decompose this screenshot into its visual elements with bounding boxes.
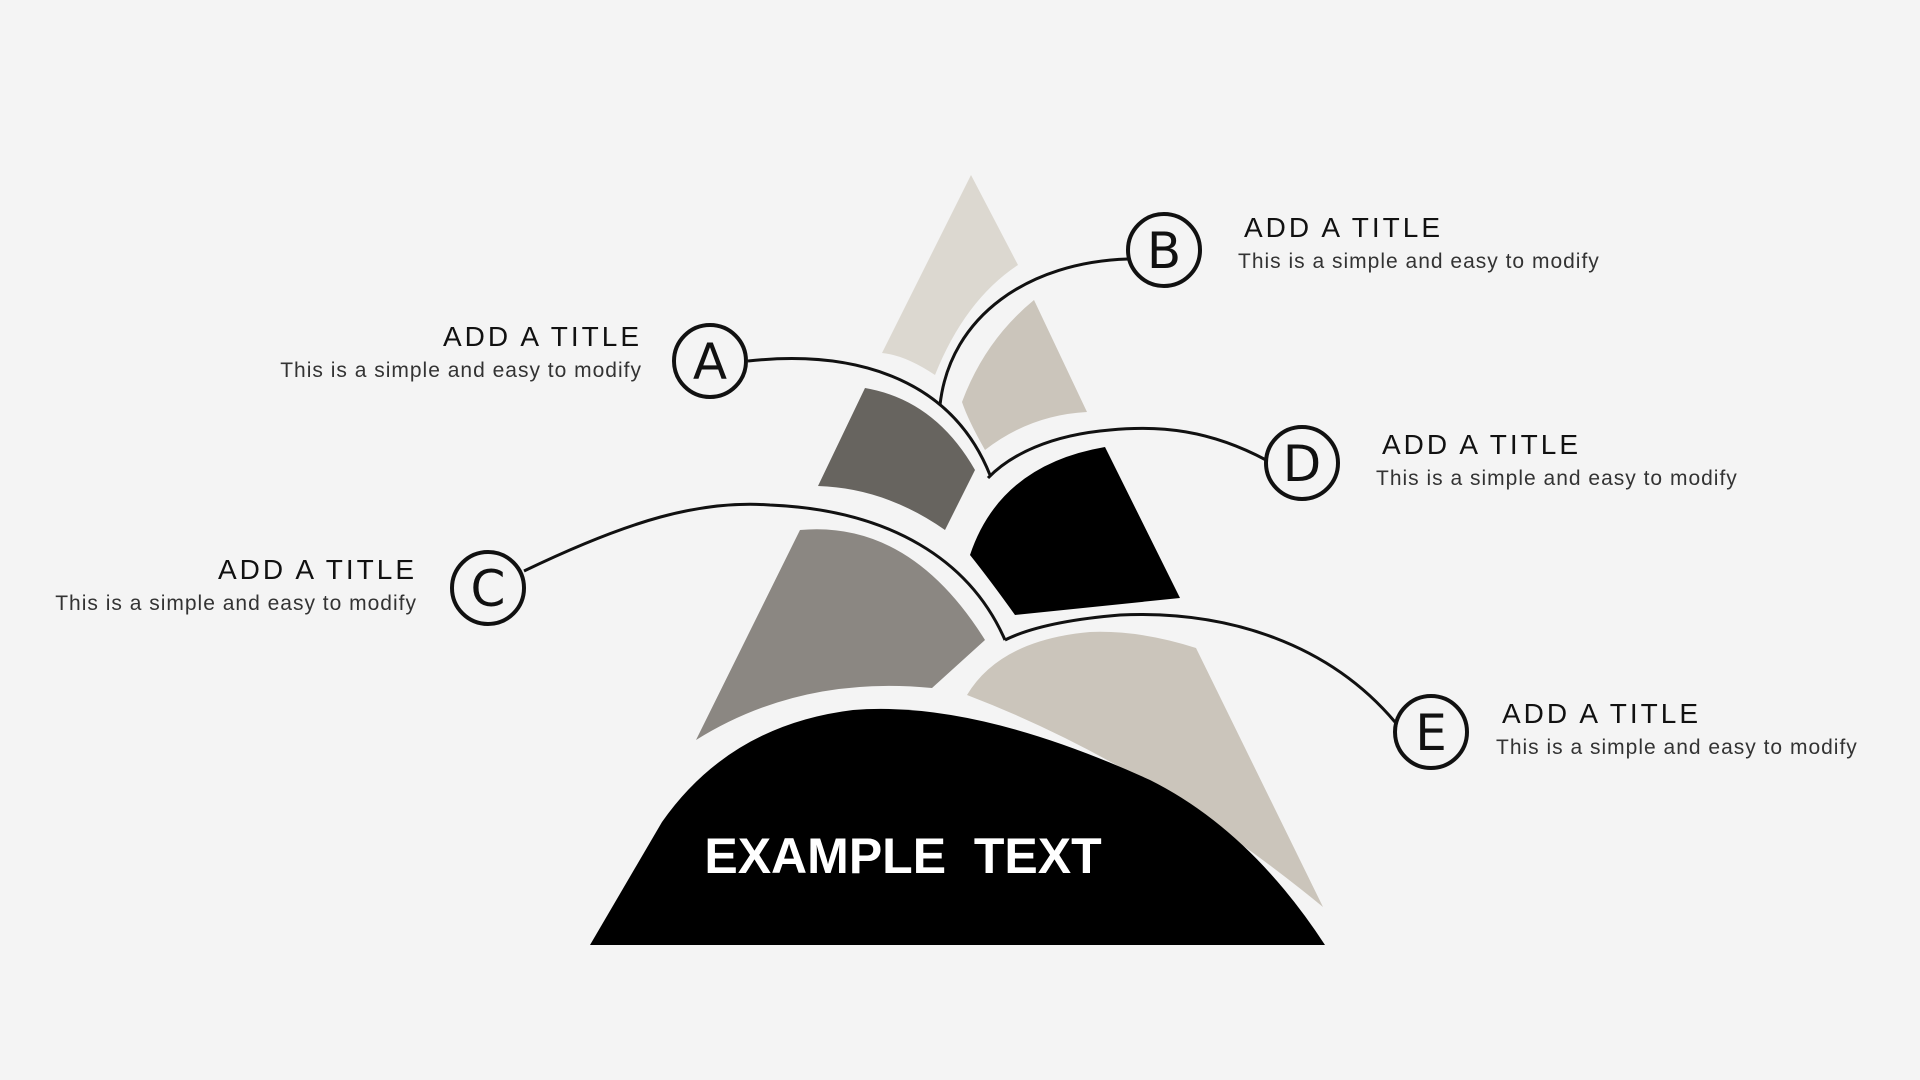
label-d-title: ADD A TITLE	[1382, 429, 1581, 460]
connector-line-c	[523, 502, 1007, 641]
label-c-description: This is a simple and easy to modify	[55, 592, 417, 615]
pyramid-base	[590, 708, 1325, 945]
label-b: ADD A TITLE This is a simple and easy to…	[1238, 211, 1798, 277]
connector-line-a	[747, 357, 992, 476]
connector-line-e	[1004, 613, 1397, 723]
label-e-title: ADD A TITLE	[1502, 698, 1701, 729]
center-text: EXAMPLE TEXT	[704, 828, 1101, 884]
marker-d-letter: D	[1283, 435, 1322, 493]
marker-e: E	[1393, 694, 1469, 770]
pyramid-segment-c	[696, 529, 985, 740]
marker-e-letter: E	[1415, 704, 1447, 762]
label-e: ADD A TITLE This is a simple and easy to…	[1496, 697, 1920, 763]
marker-c-letter: C	[471, 560, 506, 618]
label-d: ADD A TITLE This is a simple and easy to…	[1376, 428, 1920, 494]
marker-d: D	[1264, 425, 1340, 501]
label-b-title: ADD A TITLE	[1244, 212, 1443, 243]
label-c-title: ADD A TITLE	[218, 554, 417, 585]
marker-b-letter: B	[1147, 222, 1181, 280]
pyramid-segment-d	[970, 447, 1180, 615]
label-d-description: This is a simple and easy to modify	[1376, 467, 1738, 490]
marker-b: B	[1126, 212, 1202, 288]
label-b-description: This is a simple and easy to modify	[1238, 250, 1600, 273]
label-c: ADD A TITLE This is a simple and easy to…	[0, 553, 417, 619]
connector-line-d	[986, 426, 1267, 480]
marker-a-letter: A	[693, 333, 727, 391]
label-a: ADD A TITLE This is a simple and easy to…	[82, 320, 642, 386]
marker-c: C	[450, 550, 526, 626]
pyramid-segment-b	[962, 300, 1087, 450]
pyramid-segment-top	[882, 175, 1018, 375]
pyramid-segment-a	[818, 388, 975, 530]
label-a-description: This is a simple and easy to modify	[280, 359, 642, 382]
label-e-description: This is a simple and easy to modify	[1496, 736, 1858, 759]
connector-line-b	[938, 257, 1129, 406]
label-a-title: ADD A TITLE	[443, 321, 642, 352]
marker-a: A	[672, 323, 748, 399]
